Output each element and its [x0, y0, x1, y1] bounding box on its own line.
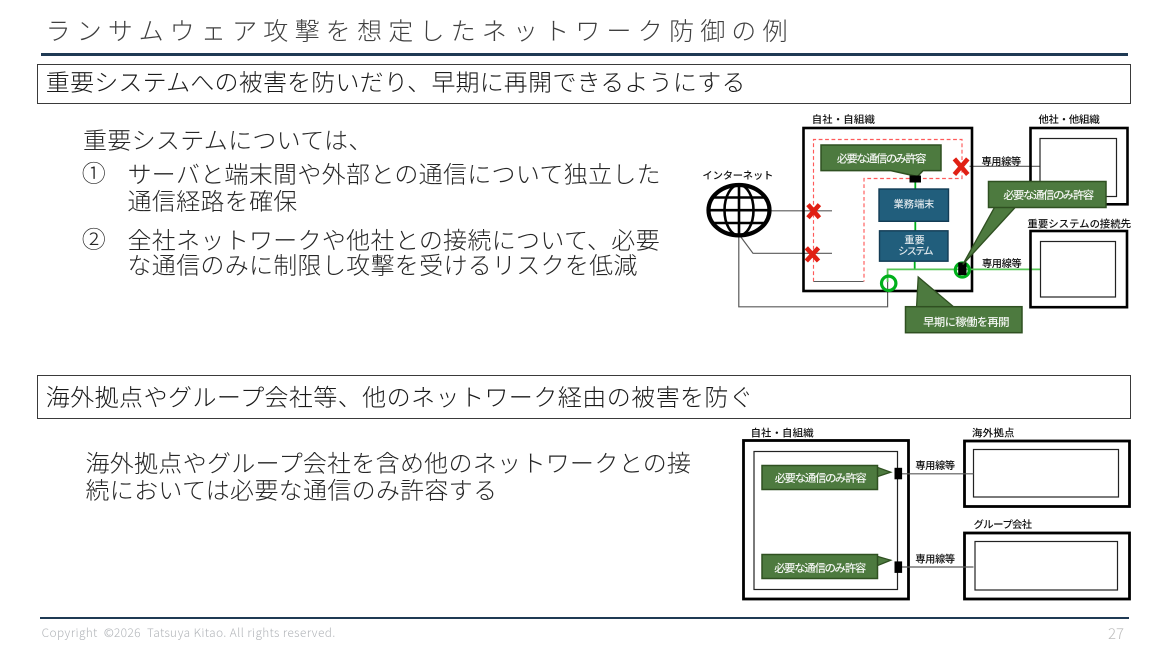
svg-text:システム: システム	[898, 242, 933, 257]
svg-text:自社・自組織: 自社・自組織	[751, 424, 814, 439]
svg-text:必要な通信のみ許容: 必要な通信のみ許容	[774, 470, 868, 486]
svg-text:必要な通信のみ許容: 必要な通信のみ許容	[1002, 187, 1095, 203]
svg-text:インターネット: インターネット	[703, 167, 774, 182]
svg-text:必要な通信のみ許容: 必要な通信のみ許容	[836, 150, 927, 166]
svg-text:専用線等: 専用線等	[914, 457, 955, 472]
svg-text:自社・自組織: 自社・自組織	[812, 111, 875, 126]
svg-text:専用線等: 専用線等	[981, 153, 1022, 168]
svg-text:専用線等: 専用線等	[914, 551, 955, 566]
svg-text:グループ会社: グループ会社	[974, 516, 1033, 531]
svg-text:業務端末: 業務端末	[894, 196, 936, 211]
svg-text:重要システムの接続先: 重要システムの接続先	[1028, 216, 1132, 231]
svg-text:早期に稼働を再開: 早期に稼働を再開	[923, 314, 1009, 330]
svg-text:必要な通信のみ許容: 必要な通信のみ許容	[773, 560, 867, 576]
svg-text:海外拠点: 海外拠点	[972, 424, 1015, 439]
svg-text:専用線等: 専用線等	[981, 255, 1022, 270]
svg-text:重要: 重要	[904, 232, 924, 247]
svg-text:他社・他組織: 他社・他組織	[1039, 111, 1101, 126]
